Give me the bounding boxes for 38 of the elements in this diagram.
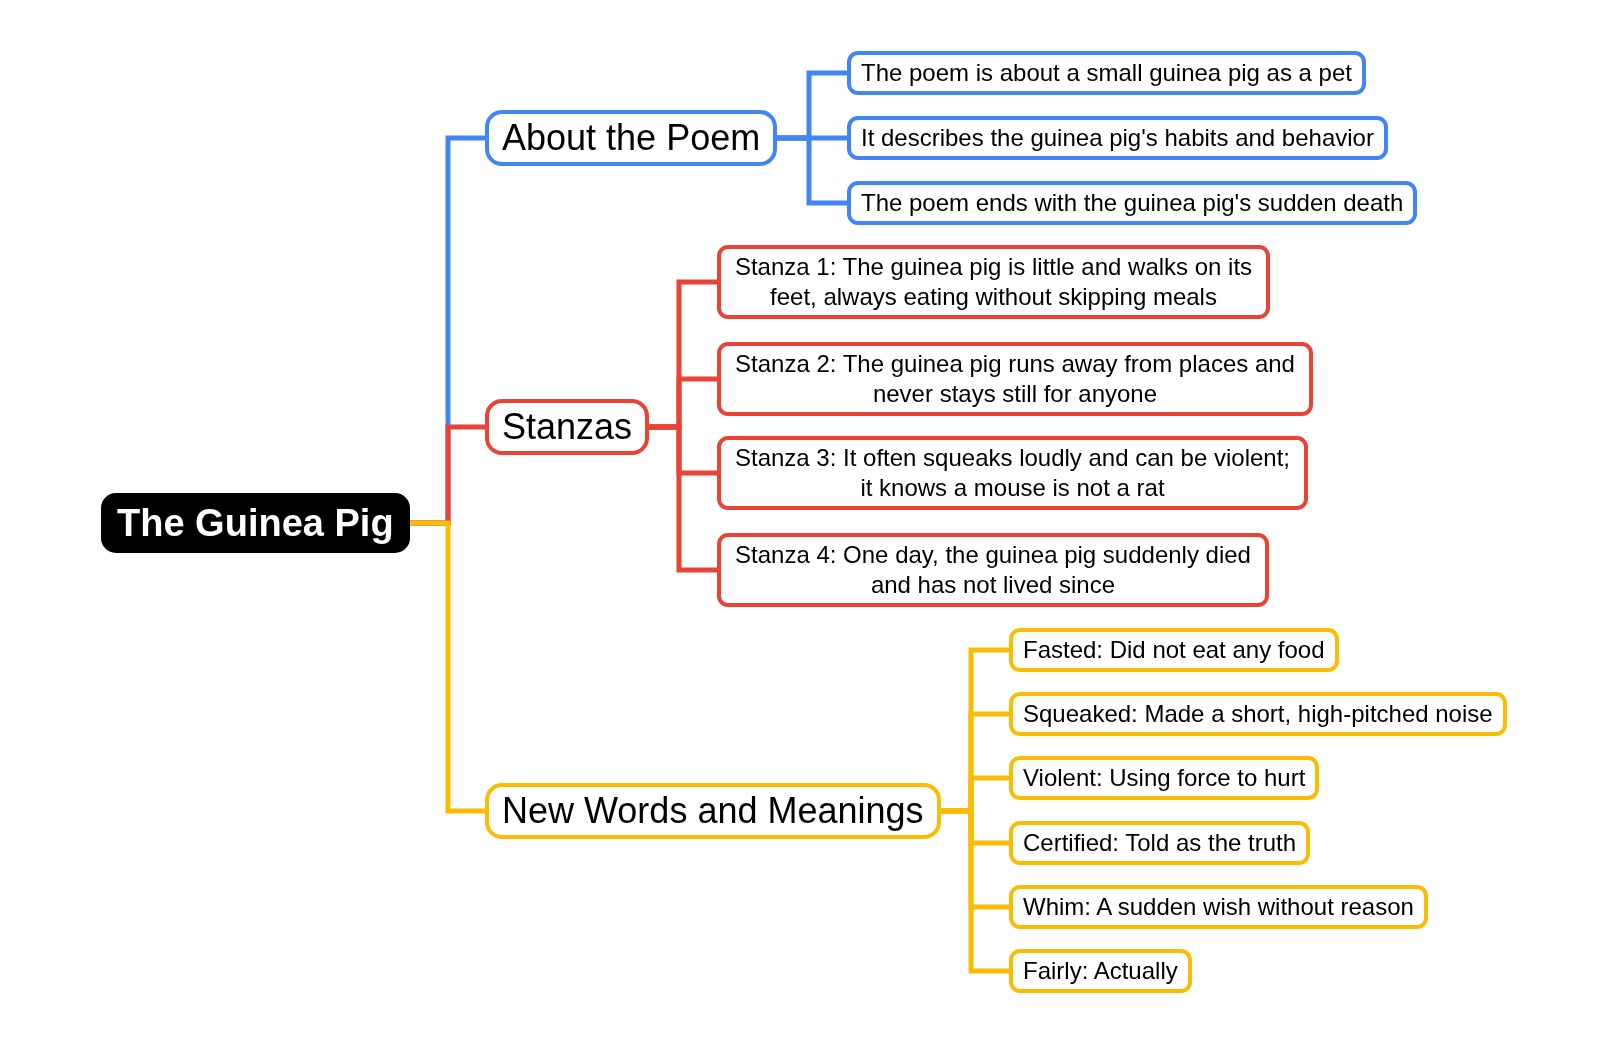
note-box [1009,885,1428,929]
note-box [847,181,1418,225]
note-box [717,533,1269,607]
note-text: Squeaked: Made a short, high-pitched noise [1023,699,1493,729]
central-topic-text: The Guinea Pig [117,501,394,545]
note-text: Stanza 1: The guinea pig is little and walks on its feet, always eating without skipping meals [733,252,1254,312]
connector-line [940,808,1009,974]
note-text: Stanza 2: The guinea pig runs away from places and never stays still for anyone [734,349,1296,409]
branch-topic-text: New Words and Meanings [502,790,924,832]
note-text: The poem ends with the guinea pig's sudden death [861,188,1404,218]
note-box [717,342,1313,416]
note-box [1009,949,1192,993]
connector-line [649,424,717,573]
note-text: Certified: Told as the truth [1023,828,1297,858]
branch-topic [485,110,778,166]
branch-topic [485,399,650,455]
branch-topic [485,783,941,839]
note-box [1009,628,1339,672]
note-box [847,51,1366,95]
note-text: Fairly: Actually [1023,956,1178,986]
note-text: Stanza 4: One day, the guinea pig suddenly died and has not lived since [734,540,1252,600]
note-text: Fasted: Did not eat any food [1023,635,1325,665]
note-text: Stanza 3: It often squeaks loudly and can be violent; it knows a mouse is not a rat [733,443,1291,503]
note-box [1009,692,1507,736]
note-box [717,436,1308,510]
note-box [1009,821,1311,865]
branch-topic-text: About the Poem [502,117,761,159]
connector-line [409,520,485,814]
note-text: The poem is about a small guinea pig as a pet [861,58,1352,88]
note-text: Violent: Using force to hurt [1023,763,1306,793]
note-box [717,245,1270,319]
note-box [1009,756,1320,800]
connector-line [777,135,847,206]
central-topic [101,493,410,553]
note-text: Whim: A sudden wish without reason [1023,892,1414,922]
note-text: It describes the guinea pig's habits and behavior [861,123,1374,153]
branch-topic-text: Stanzas [502,406,633,448]
note-box [847,116,1388,160]
